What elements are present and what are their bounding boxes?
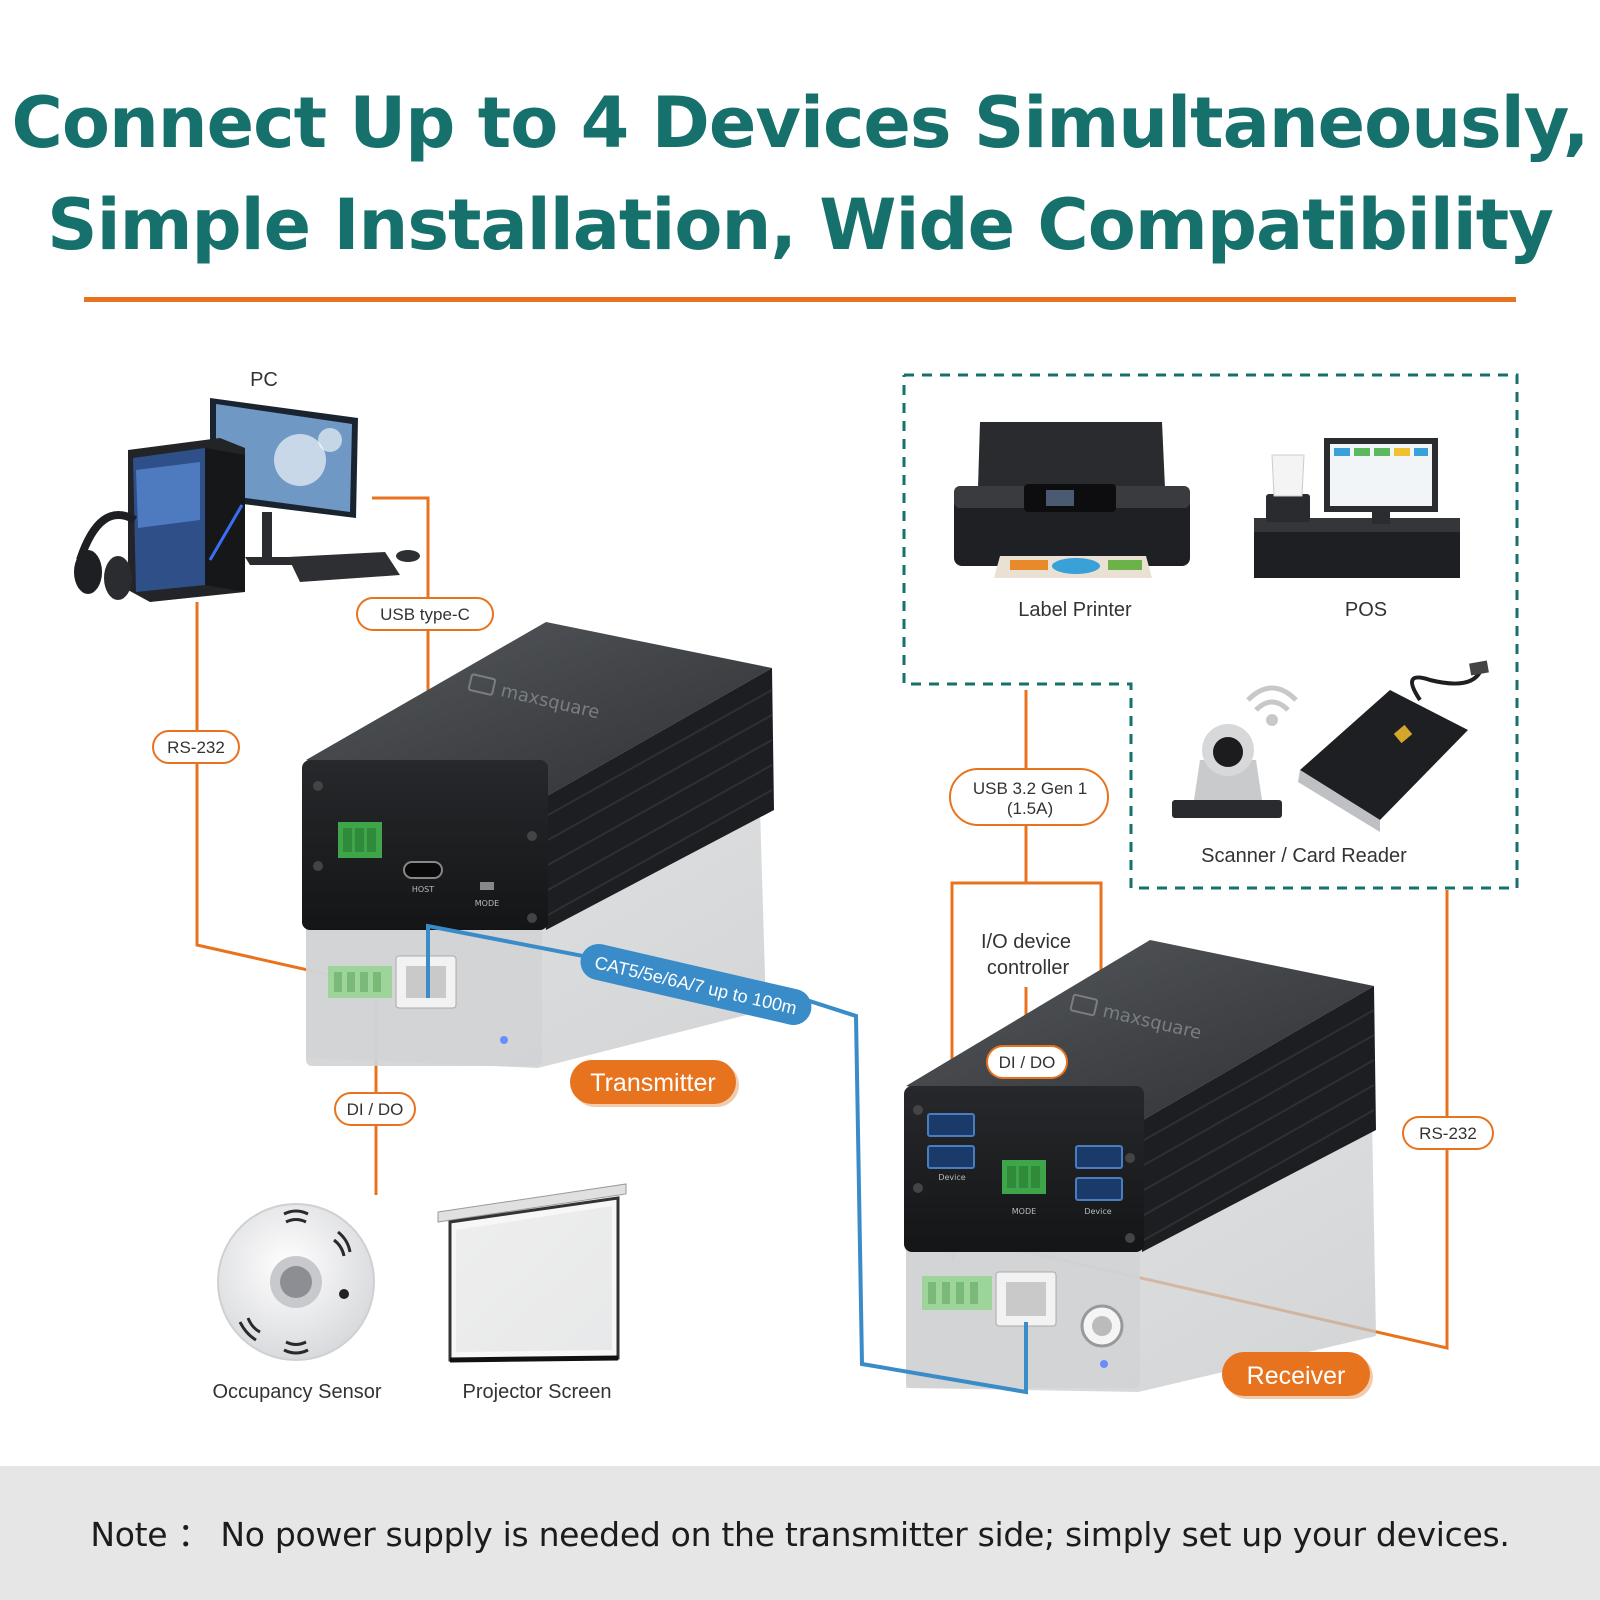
host-port-label: HOST <box>412 885 434 894</box>
cat-cable-line <box>426 923 1028 1395</box>
io-controller-label-line-2: controller <box>987 957 1070 979</box>
transmitter-top <box>306 622 772 800</box>
usb-device-group-border <box>902 373 1519 890</box>
title-divider <box>84 297 1516 302</box>
receiver-unit: Device Device MODE maxsquare <box>904 940 1376 1392</box>
receiver-ghost-terminal <box>922 1276 992 1310</box>
usb-c-port <box>403 861 443 879</box>
transmitter-mode-label: MODE <box>475 899 499 908</box>
page-title-line-2: Simple Installation, Wide Compatibility <box>47 184 1554 266</box>
transmitter-unit: HOST MODE maxsquare <box>302 622 774 1068</box>
usb-type-c-badge-text: USB type-C <box>380 605 470 624</box>
rs232-left-line <box>195 602 331 977</box>
transmitter-ghost-terminal <box>328 966 392 998</box>
receiver-device-label-left: Device <box>938 1173 965 1182</box>
label-printer-illustration <box>954 422 1190 578</box>
usb32-badge <box>949 768 1109 826</box>
receiver-terminal-block <box>1002 1160 1046 1194</box>
pc-illustration <box>74 398 420 602</box>
rs232-left-badge <box>152 730 240 764</box>
receiver-device-label-right: Device <box>1084 1207 1111 1216</box>
transmitter-terminal-block <box>338 822 382 858</box>
transmitter-tag: Transmitter <box>570 1060 739 1107</box>
receiver-mode-label: MODE <box>1012 1207 1036 1216</box>
rs232-left-badge-text: RS-232 <box>167 738 225 757</box>
receiver-usb-ports <box>927 1113 1123 1201</box>
receiver-tag: Receiver <box>1222 1352 1373 1399</box>
projector-screen-illustration <box>437 1183 627 1363</box>
di-do-right-badge <box>986 1045 1068 1079</box>
occupancy-sensor-illustration <box>217 1203 375 1361</box>
pc-label: PC <box>250 369 278 391</box>
usb32-badge-text-line-1: USB 3.2 Gen 1 <box>973 779 1087 798</box>
io-controller-label-line-1: I/O device <box>981 931 1071 953</box>
usb32-badge-text-line-2: (1.5A) <box>1007 799 1053 818</box>
pos-illustration <box>1254 438 1460 578</box>
svg-text:Receiver: Receiver <box>1247 1362 1346 1390</box>
pos-label: POS <box>1345 599 1387 621</box>
label-printer-label: Label Printer <box>1018 599 1132 621</box>
scanner-illustration <box>1172 660 1489 832</box>
scanner-card-reader-label: Scanner / Card Reader <box>1201 845 1407 867</box>
note-bar <box>0 1466 1600 1600</box>
projector-screen-label: Projector Screen <box>463 1381 612 1403</box>
di-do-right-badge-text: DI / DO <box>999 1053 1056 1072</box>
rs232-right-badge <box>1402 1116 1494 1150</box>
page-title-line-1: Connect Up to 4 Devices Simultaneously, <box>11 82 1589 164</box>
di-do-left-badge-text: DI / DO <box>347 1100 404 1119</box>
occupancy-sensor-label: Occupancy Sensor <box>213 1381 382 1403</box>
svg-text:Transmitter: Transmitter <box>590 1069 715 1097</box>
di-do-left-badge <box>334 1092 416 1126</box>
rs232-right-badge-text: RS-232 <box>1419 1124 1477 1143</box>
usb-type-c-badge <box>356 597 494 631</box>
power-note: Note ： No power supply is needed on the … <box>90 1515 1510 1554</box>
